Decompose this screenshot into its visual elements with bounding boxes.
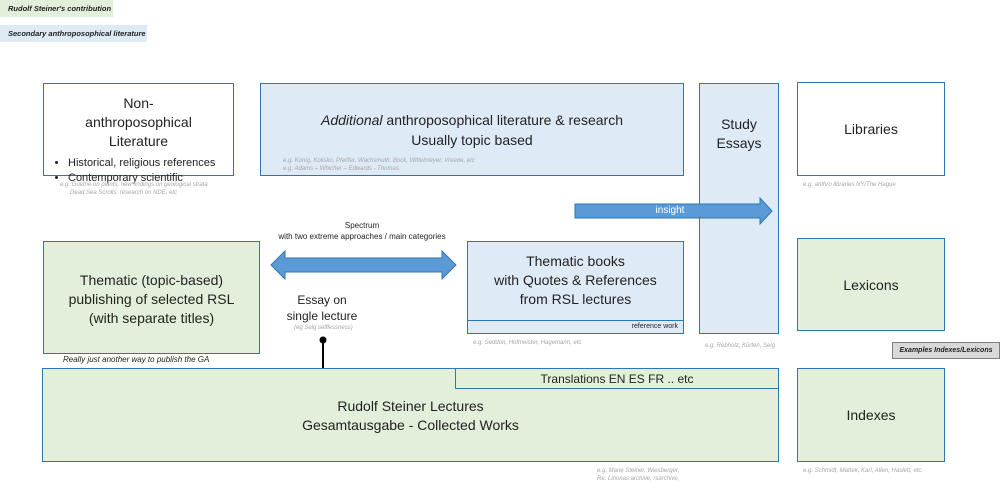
indexes-title: Indexes [846, 407, 896, 423]
spectrum-label: Spectrum with two extreme approaches / m… [262, 220, 462, 242]
thematic-publishing-box: Thematic (topic-based) publishing of sel… [43, 241, 260, 354]
examples-indexes-lexicons-button[interactable]: Examples Indexes/Lexicons [892, 342, 1000, 359]
spectrum-double-arrow [270, 250, 457, 280]
lexicons-title: Lexicons [843, 276, 899, 293]
lectures-note-line: e.g. Marie Steiner, Wiesberger, [597, 468, 680, 474]
non-anthro-note: e.g. Goethe on plants, new findings on g… [60, 181, 208, 197]
non-anthro-title: Non-anthroposophical Literature [85, 95, 192, 149]
spectrum-line: Spectrum [344, 221, 380, 230]
study-essays-line: Essays [716, 135, 762, 151]
thematic-publishing-caption: Really just another way to publish the G… [63, 355, 210, 364]
spectrum-line: with two extreme approaches / main categ… [278, 232, 446, 241]
translations-box: Translations EN ES FR .. etc [455, 368, 779, 389]
non-anthro-note-line: e.g. Goethe on plants, new findings on g… [60, 182, 208, 188]
indexes-note: e.g. Schmidt, Mattek, Karl, Allen, Hasle… [803, 468, 924, 474]
study-essays-title: Study Essays [700, 115, 778, 153]
lectures-note: e.g. Marie Steiner, Wiesberger, Re: Lino… [597, 467, 679, 483]
libraries-box: Libraries [797, 82, 945, 176]
study-note: e.g. Rebholz, Kürten, Selg [705, 343, 776, 349]
additional-title-italic: Additional [321, 112, 383, 128]
legend-rsc: Rudolf Steiner's contribution [0, 0, 113, 17]
thematic-publishing-line: publishing of selected RSL [68, 291, 235, 307]
thematic-publishing-title: Thematic (topic-based) publishing of sel… [44, 271, 259, 328]
libraries-title: Libraries [844, 121, 898, 137]
essay-label: Essay on single lecture [272, 292, 372, 324]
thematic-books-line: with Quotes & References [494, 272, 657, 288]
thematic-publishing-line: (with separate titles) [88, 310, 215, 326]
libraries-note: e.g. anthro libraries NY/The Hague [803, 182, 896, 188]
lexicons-box: Lexicons [797, 238, 945, 331]
lectures-line: Gesamtausgabe - Collected Works [302, 417, 519, 433]
additional-note: e.g. Konig, Kolisko, Pfeiffer, Wachsmuth… [283, 157, 475, 173]
translations-label: Translations EN ES FR .. etc [540, 371, 694, 386]
additional-note-line: e.g. Konig, Kolisko, Pfeiffer, Wachsmuth… [283, 158, 475, 164]
thematic-publishing-line: Thematic (topic-based) [79, 272, 224, 288]
non-anthro-bullet: Historical, religious references [68, 156, 223, 171]
legend-secondary-label: Secondary anthroposophical literature [8, 29, 146, 38]
thematic-books-line: Thematic books [526, 253, 625, 269]
lectures-note-line: Re: Linonas archive, rsarchive, [597, 476, 680, 482]
non-anthro-bullets: Historical, religious references Contemp… [54, 156, 223, 186]
non-anthro-note-line: Dead Sea Scrolls, research on NDE, etc [70, 190, 178, 196]
indexes-box: Indexes [797, 368, 945, 462]
additional-subtitle: Usually topic based [411, 132, 533, 148]
legend-rsc-label: Rudolf Steiner's contribution [8, 4, 112, 13]
insight-label: insight [655, 205, 685, 216]
essay-note: (eg Selg selflessness) [294, 325, 353, 331]
additional-title: Additional anthroposophical literature &… [261, 111, 683, 130]
reference-work-tag: reference work [468, 320, 683, 333]
additional-note-line: e.g. Adams – Whicher – Edwards - Thomas [283, 166, 399, 172]
lectures-title: Rudolf Steiner Lectures Gesamtausgabe - … [43, 397, 778, 435]
thematic-books-note: e.g. Seddon, Hofmeister, Hagemann, etc [473, 340, 582, 346]
study-essays-line: Study [721, 116, 757, 132]
insight-arrow [574, 196, 773, 226]
thematic-books-box: Thematic books with Quotes & References … [467, 241, 684, 334]
legend-secondary: Secondary anthroposophical literature [0, 25, 147, 42]
non-anthro-box: Non-anthroposophical Literature Historic… [43, 83, 234, 184]
examples-button-label: Examples Indexes/Lexicons [899, 347, 993, 354]
essay-line: single lecture [286, 309, 358, 323]
lectures-line: Rudolf Steiner Lectures [337, 398, 484, 414]
non-anthro-bullet: Contemporary scientific [68, 171, 223, 186]
additional-box: Additional anthroposophical literature &… [260, 83, 684, 176]
essay-line: Essay on [297, 293, 347, 307]
thematic-books-title: Thematic books with Quotes & References … [468, 252, 683, 309]
additional-title-rest: anthroposophical literature & research [382, 112, 623, 128]
thematic-books-line: from RSL lectures [519, 291, 632, 307]
